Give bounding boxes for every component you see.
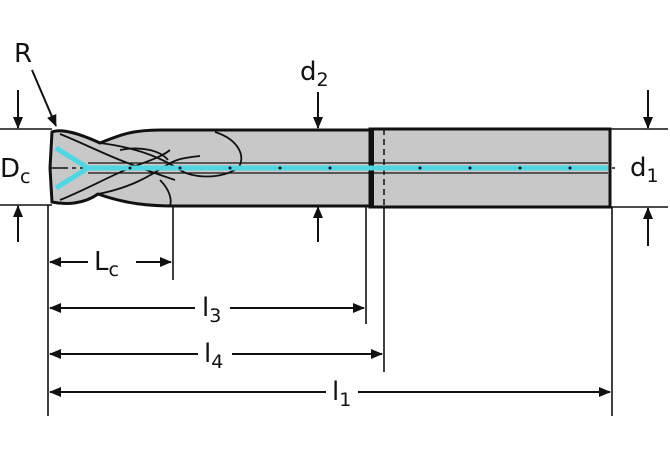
extension-lines [0,128,668,416]
label-l1: l1 [332,377,351,411]
label-l4: l4 [204,339,223,373]
label-dc: Dc [0,154,30,188]
label-d1: d1 [630,153,659,187]
r-leader [31,69,57,127]
coolant-dots [128,166,572,170]
label-lc: Lc [94,247,119,281]
label-r: R [14,39,32,69]
label-l3: l3 [202,293,221,327]
label-d2: d2 [300,57,329,91]
